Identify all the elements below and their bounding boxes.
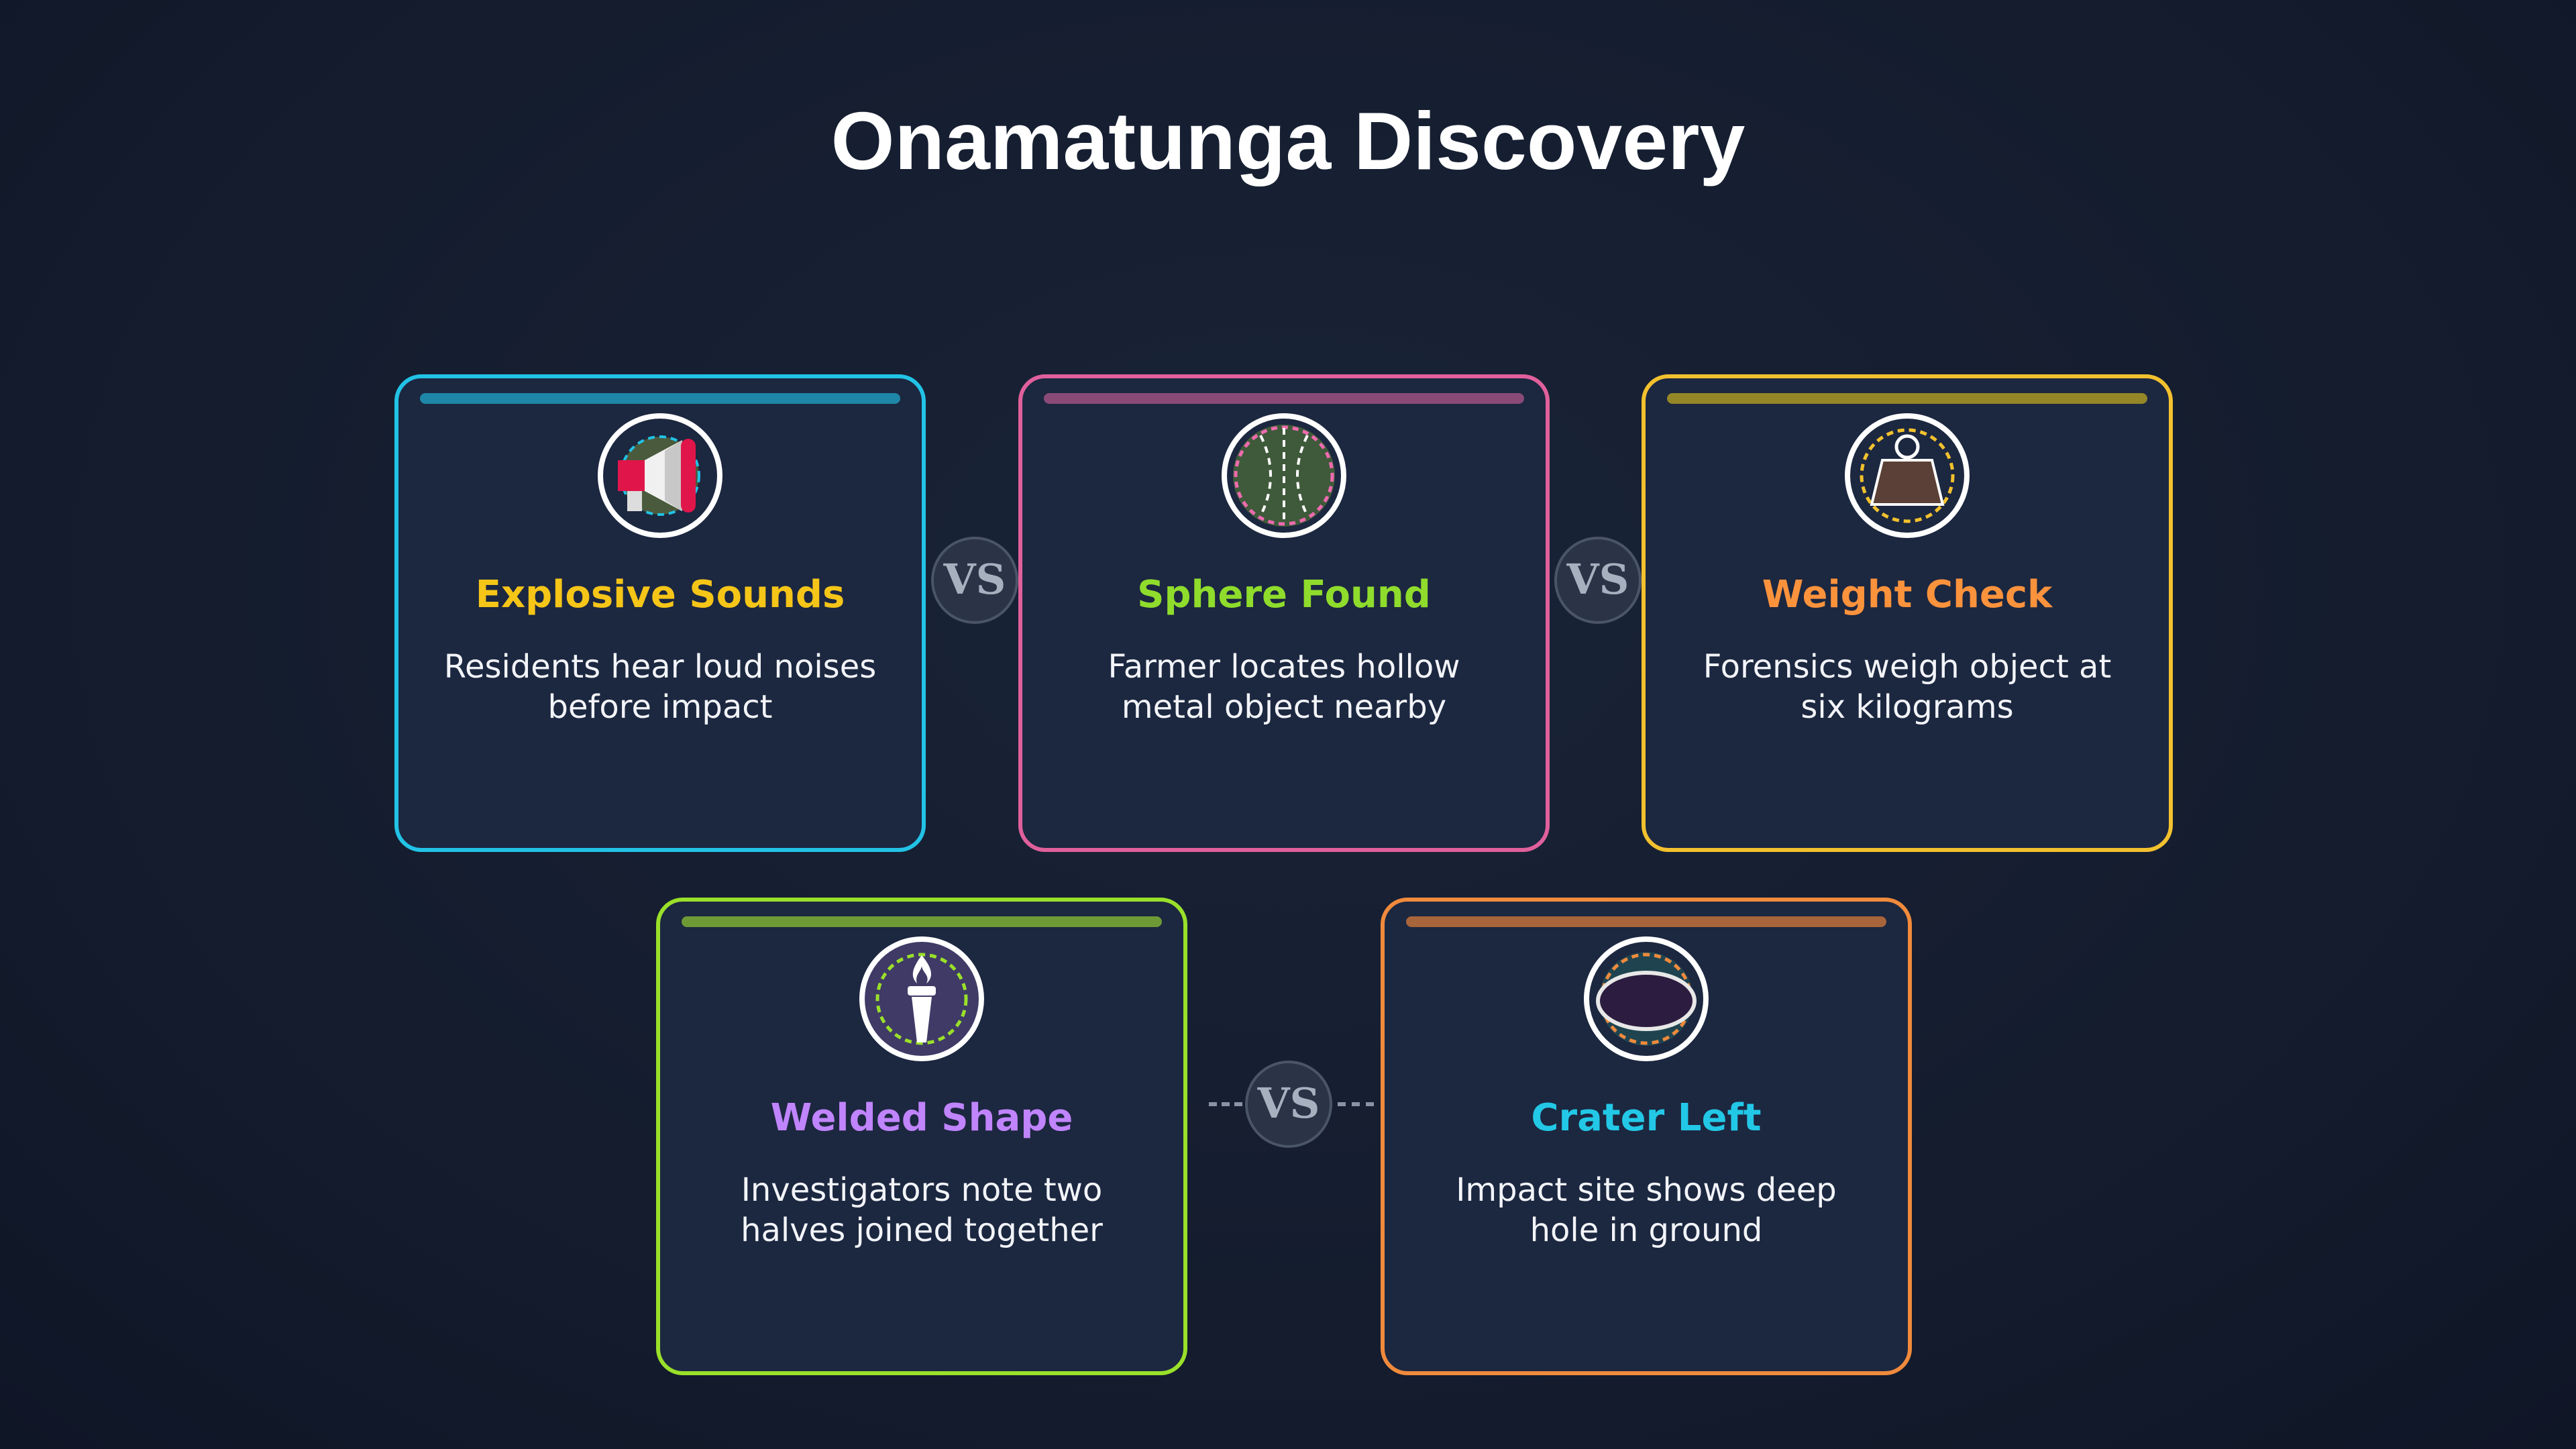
weight-icon	[1845, 413, 1970, 538]
card-accent-bar	[682, 916, 1162, 927]
sphere-ball-icon	[1222, 413, 1346, 538]
card-sphere-found: Sphere Found Farmer locates hollow metal…	[1018, 374, 1550, 852]
megaphone-icon	[598, 413, 722, 538]
card-title: Sphere Found	[1137, 573, 1431, 616]
card-title: Explosive Sounds	[475, 573, 845, 616]
card-title: Welded Shape	[770, 1096, 1073, 1140]
card-description: Investigators note two halves joined tog…	[741, 1171, 1103, 1249]
vs-badge-2-3: VS	[1554, 537, 1642, 624]
card-description: Forensics weigh object at six kilograms	[1703, 648, 2112, 726]
card-accent-bar	[1044, 393, 1524, 404]
card-description: Farmer locates hollow metal object nearb…	[1108, 648, 1460, 726]
card-welded-shape: Welded Shape Investigators note two halv…	[656, 898, 1187, 1375]
card-title: Weight Check	[1762, 573, 2053, 616]
crater-icon	[1584, 936, 1709, 1061]
card-crater-left: Crater Left Impact site shows deep hole …	[1381, 898, 1912, 1375]
card-weight-check: Weight Check Forensics weigh object at s…	[1642, 374, 2173, 852]
page-title: Onamatunga Discovery	[830, 95, 1746, 186]
card-accent-bar	[420, 393, 900, 404]
connector-dash-left	[1209, 1102, 1242, 1106]
card-description: Residents hear loud noises before impact	[443, 648, 877, 726]
vs-badge-4-5: VS	[1245, 1061, 1332, 1148]
card-explosive-sounds: Explosive Sounds Residents hear loud noi…	[394, 374, 926, 852]
vs-badge-1-2: VS	[931, 537, 1018, 624]
connector-dash-right	[1338, 1102, 1374, 1106]
card-accent-bar	[1406, 916, 1886, 927]
card-title: Crater Left	[1531, 1096, 1762, 1140]
torch-icon	[859, 936, 984, 1061]
card-description: Impact site shows deep hole in ground	[1456, 1171, 1837, 1249]
card-accent-bar	[1667, 393, 2147, 404]
